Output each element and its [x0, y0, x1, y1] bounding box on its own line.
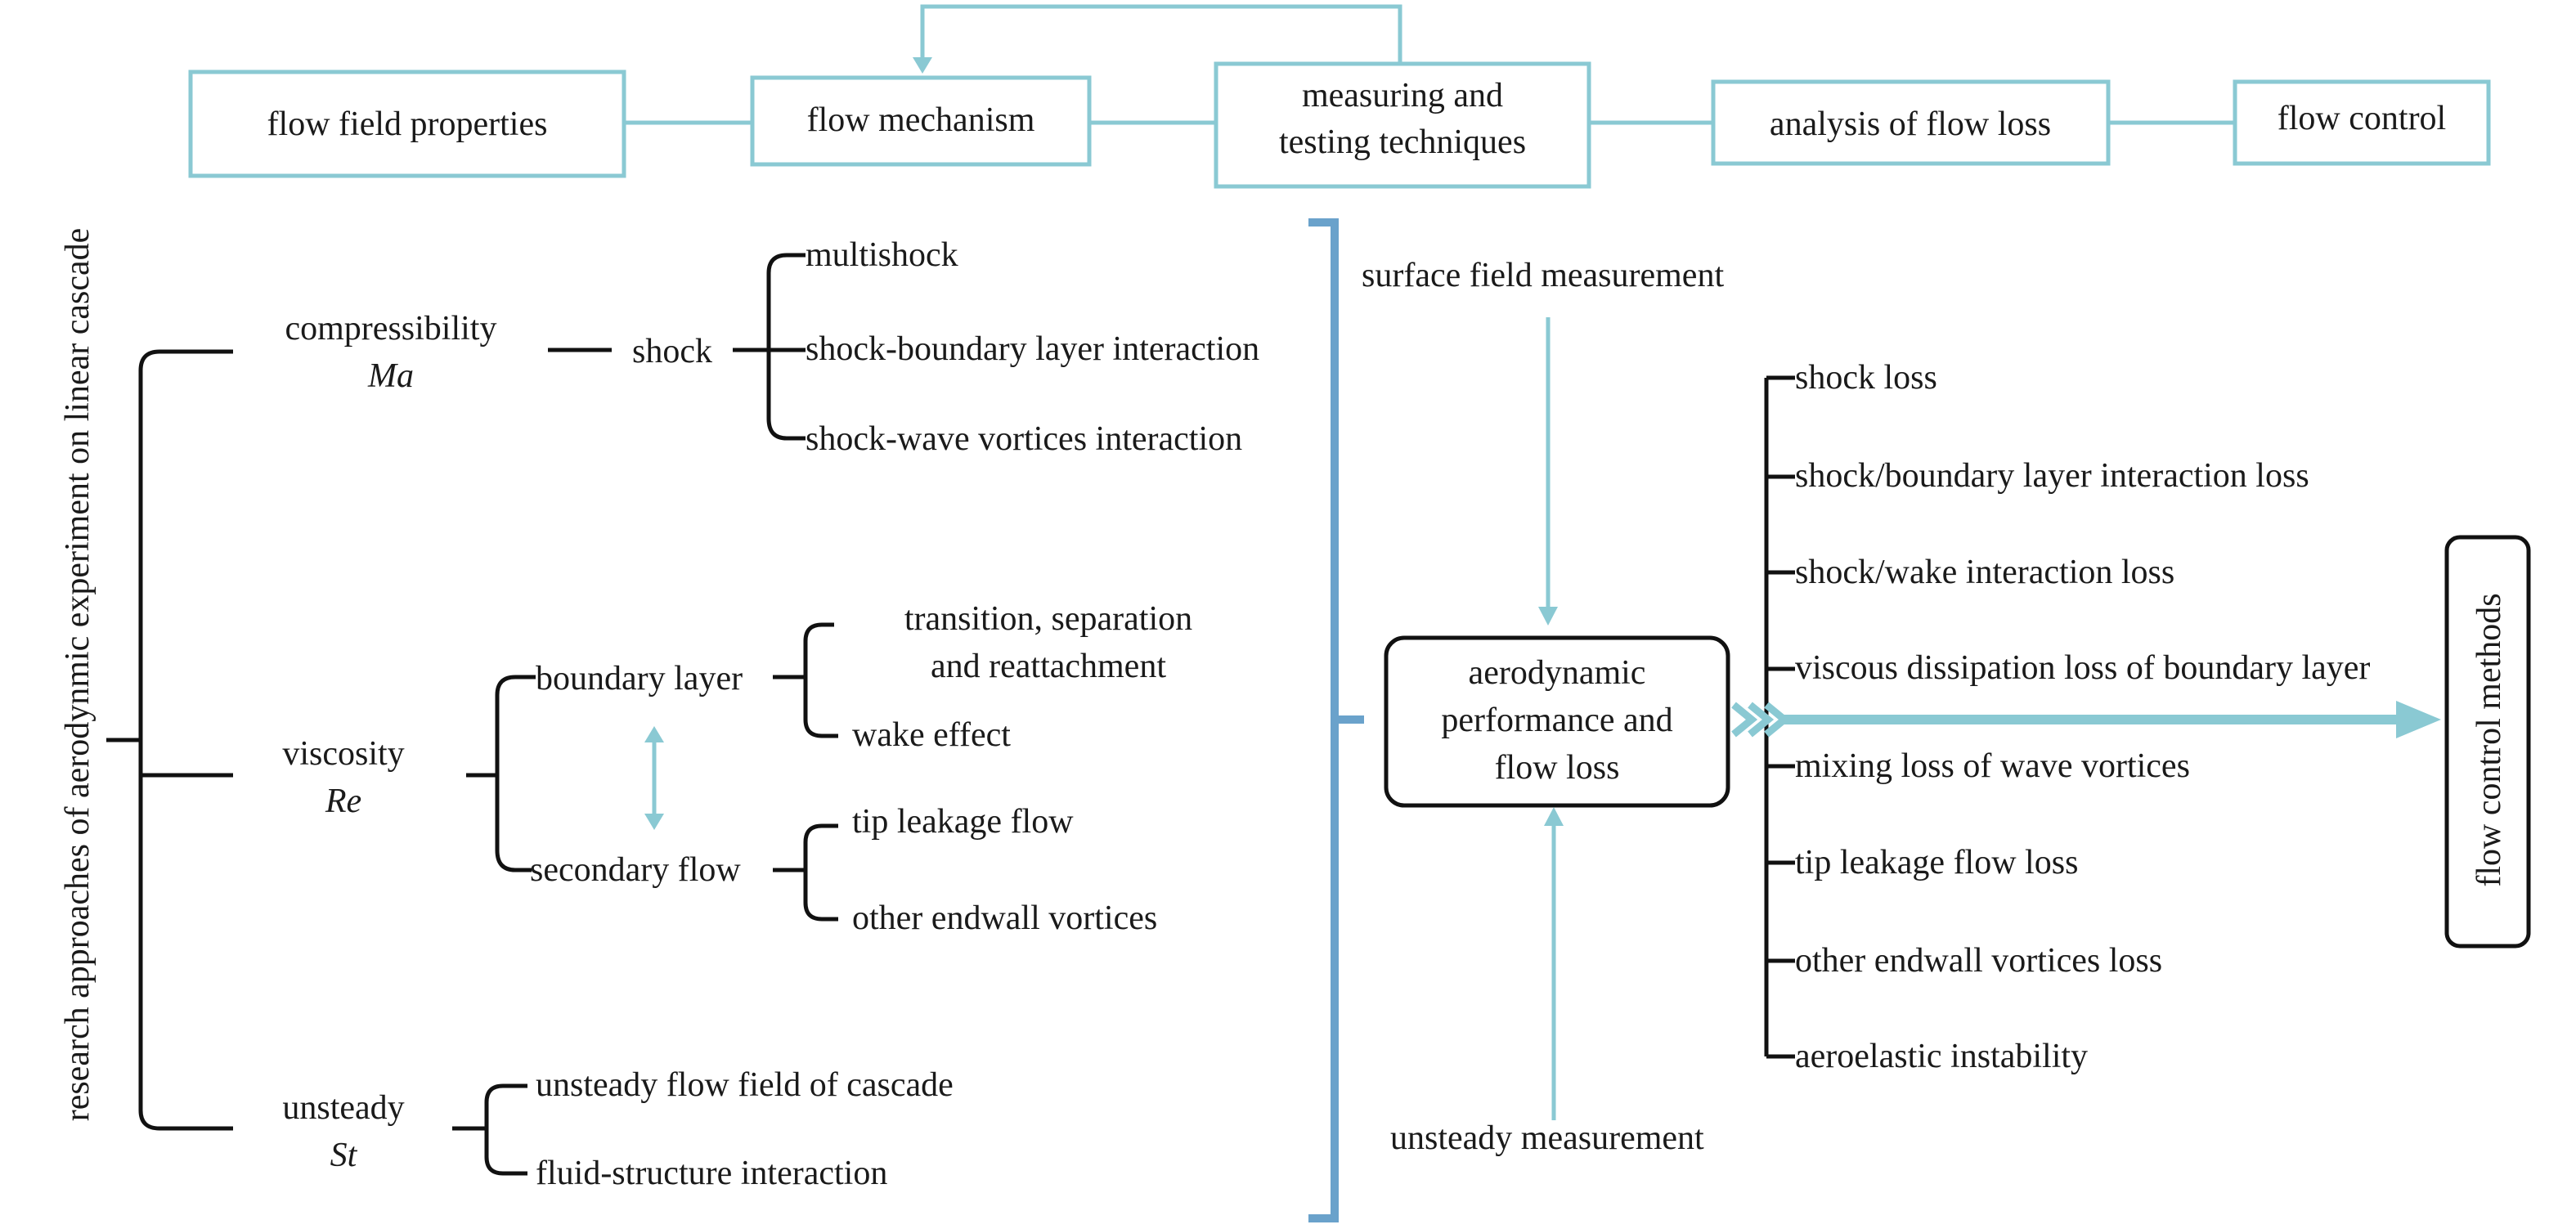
root-label: research approaches of aerodynmic experi…	[59, 228, 96, 1122]
feedback-arrow	[920, 4, 1402, 65]
label-unsteady-measurement: unsteady measurement	[1390, 1119, 1704, 1157]
top-flow-row: flow field properties flow mechanism mea…	[188, 4, 2491, 189]
label-unsteady-flow-field: unsteady flow field of cascade	[536, 1066, 954, 1104]
label-shock: shock	[632, 333, 712, 370]
loss-item-3: shock/wake interaction loss	[1795, 554, 2174, 591]
loss-item-8: aeroelastic instability	[1795, 1038, 2088, 1075]
symbol-re: Re	[325, 783, 361, 820]
label-multishock: multishock	[806, 236, 958, 274]
label-measuring-line1: measuring and	[1302, 77, 1503, 114]
box-analysis-flow-loss	[1711, 79, 2111, 166]
label-other-endwall-vortices: other endwall vortices	[852, 899, 1157, 937]
box-flow-control-methods	[2444, 535, 2531, 949]
box-line-3: flow loss	[1495, 749, 1620, 787]
arrowhead-unsteady	[1544, 807, 1564, 826]
label-compressibility: compressibility	[285, 310, 497, 348]
label-secondary-flow: secondary flow	[530, 851, 741, 889]
box-flow-field-properties	[188, 70, 626, 178]
loss-item-1: shock loss	[1795, 359, 1937, 397]
label-flow-control: flow control	[2278, 100, 2446, 137]
label-tip-leakage-flow: tip leakage flow	[852, 803, 1074, 841]
loss-item-5: mixing loss of wave vortices	[1795, 747, 2190, 785]
label-unsteady: unsteady	[282, 1089, 404, 1127]
flow-control-arrow	[1731, 701, 2441, 738]
box-line-2: performance and	[1441, 702, 1672, 739]
box-line-1: aerodynamic	[1469, 654, 1646, 692]
label-measuring-line2: testing techniques	[1279, 123, 1526, 161]
loss-item-7: other endwall vortices loss	[1795, 942, 2162, 980]
box-flow-mechanism	[750, 75, 1092, 167]
symbol-st: St	[330, 1137, 358, 1174]
label-analysis-flow-loss: analysis of flow loss	[1770, 105, 2051, 143]
label-shock-wave-vortices-interaction: shock-wave vortices interaction	[806, 420, 1242, 458]
left-tree-brackets	[106, 253, 838, 1176]
label-flow-field-properties: flow field properties	[267, 105, 548, 143]
box-aerodynamic-performance	[1384, 635, 1730, 808]
box-measuring-testing	[1214, 61, 1591, 189]
feedback-arrowhead	[913, 57, 932, 74]
label-boundary-layer: boundary layer	[536, 660, 743, 697]
label-reattachment: and reattachment	[931, 648, 1166, 685]
center-bracket	[1308, 218, 1364, 1222]
label-fluid-structure-interaction: fluid-structure interaction	[536, 1155, 887, 1192]
label-flow-mechanism: flow mechanism	[807, 101, 1035, 139]
box-flow-control	[2233, 79, 2491, 166]
label-surface-field-measurement: surface field measurement	[1362, 257, 1724, 294]
label-shock-boundary-layer-interaction: shock-boundary layer interaction	[806, 330, 1259, 368]
loss-item-2: shock/boundary layer interaction loss	[1795, 457, 2309, 495]
bl-secondary-double-arrow	[644, 726, 664, 830]
arrowhead-surface	[1538, 607, 1558, 626]
symbol-ma: Ma	[367, 357, 414, 395]
label-flow-control-methods: flow control methods	[2471, 593, 2508, 886]
label-viscosity: viscosity	[282, 735, 404, 773]
loss-item-4: viscous dissipation loss of boundary lay…	[1795, 649, 2370, 687]
label-wake-effect: wake effect	[852, 716, 1011, 754]
loss-item-6: tip leakage flow loss	[1795, 844, 2078, 881]
label-transition-separation: transition, separation	[904, 600, 1192, 638]
